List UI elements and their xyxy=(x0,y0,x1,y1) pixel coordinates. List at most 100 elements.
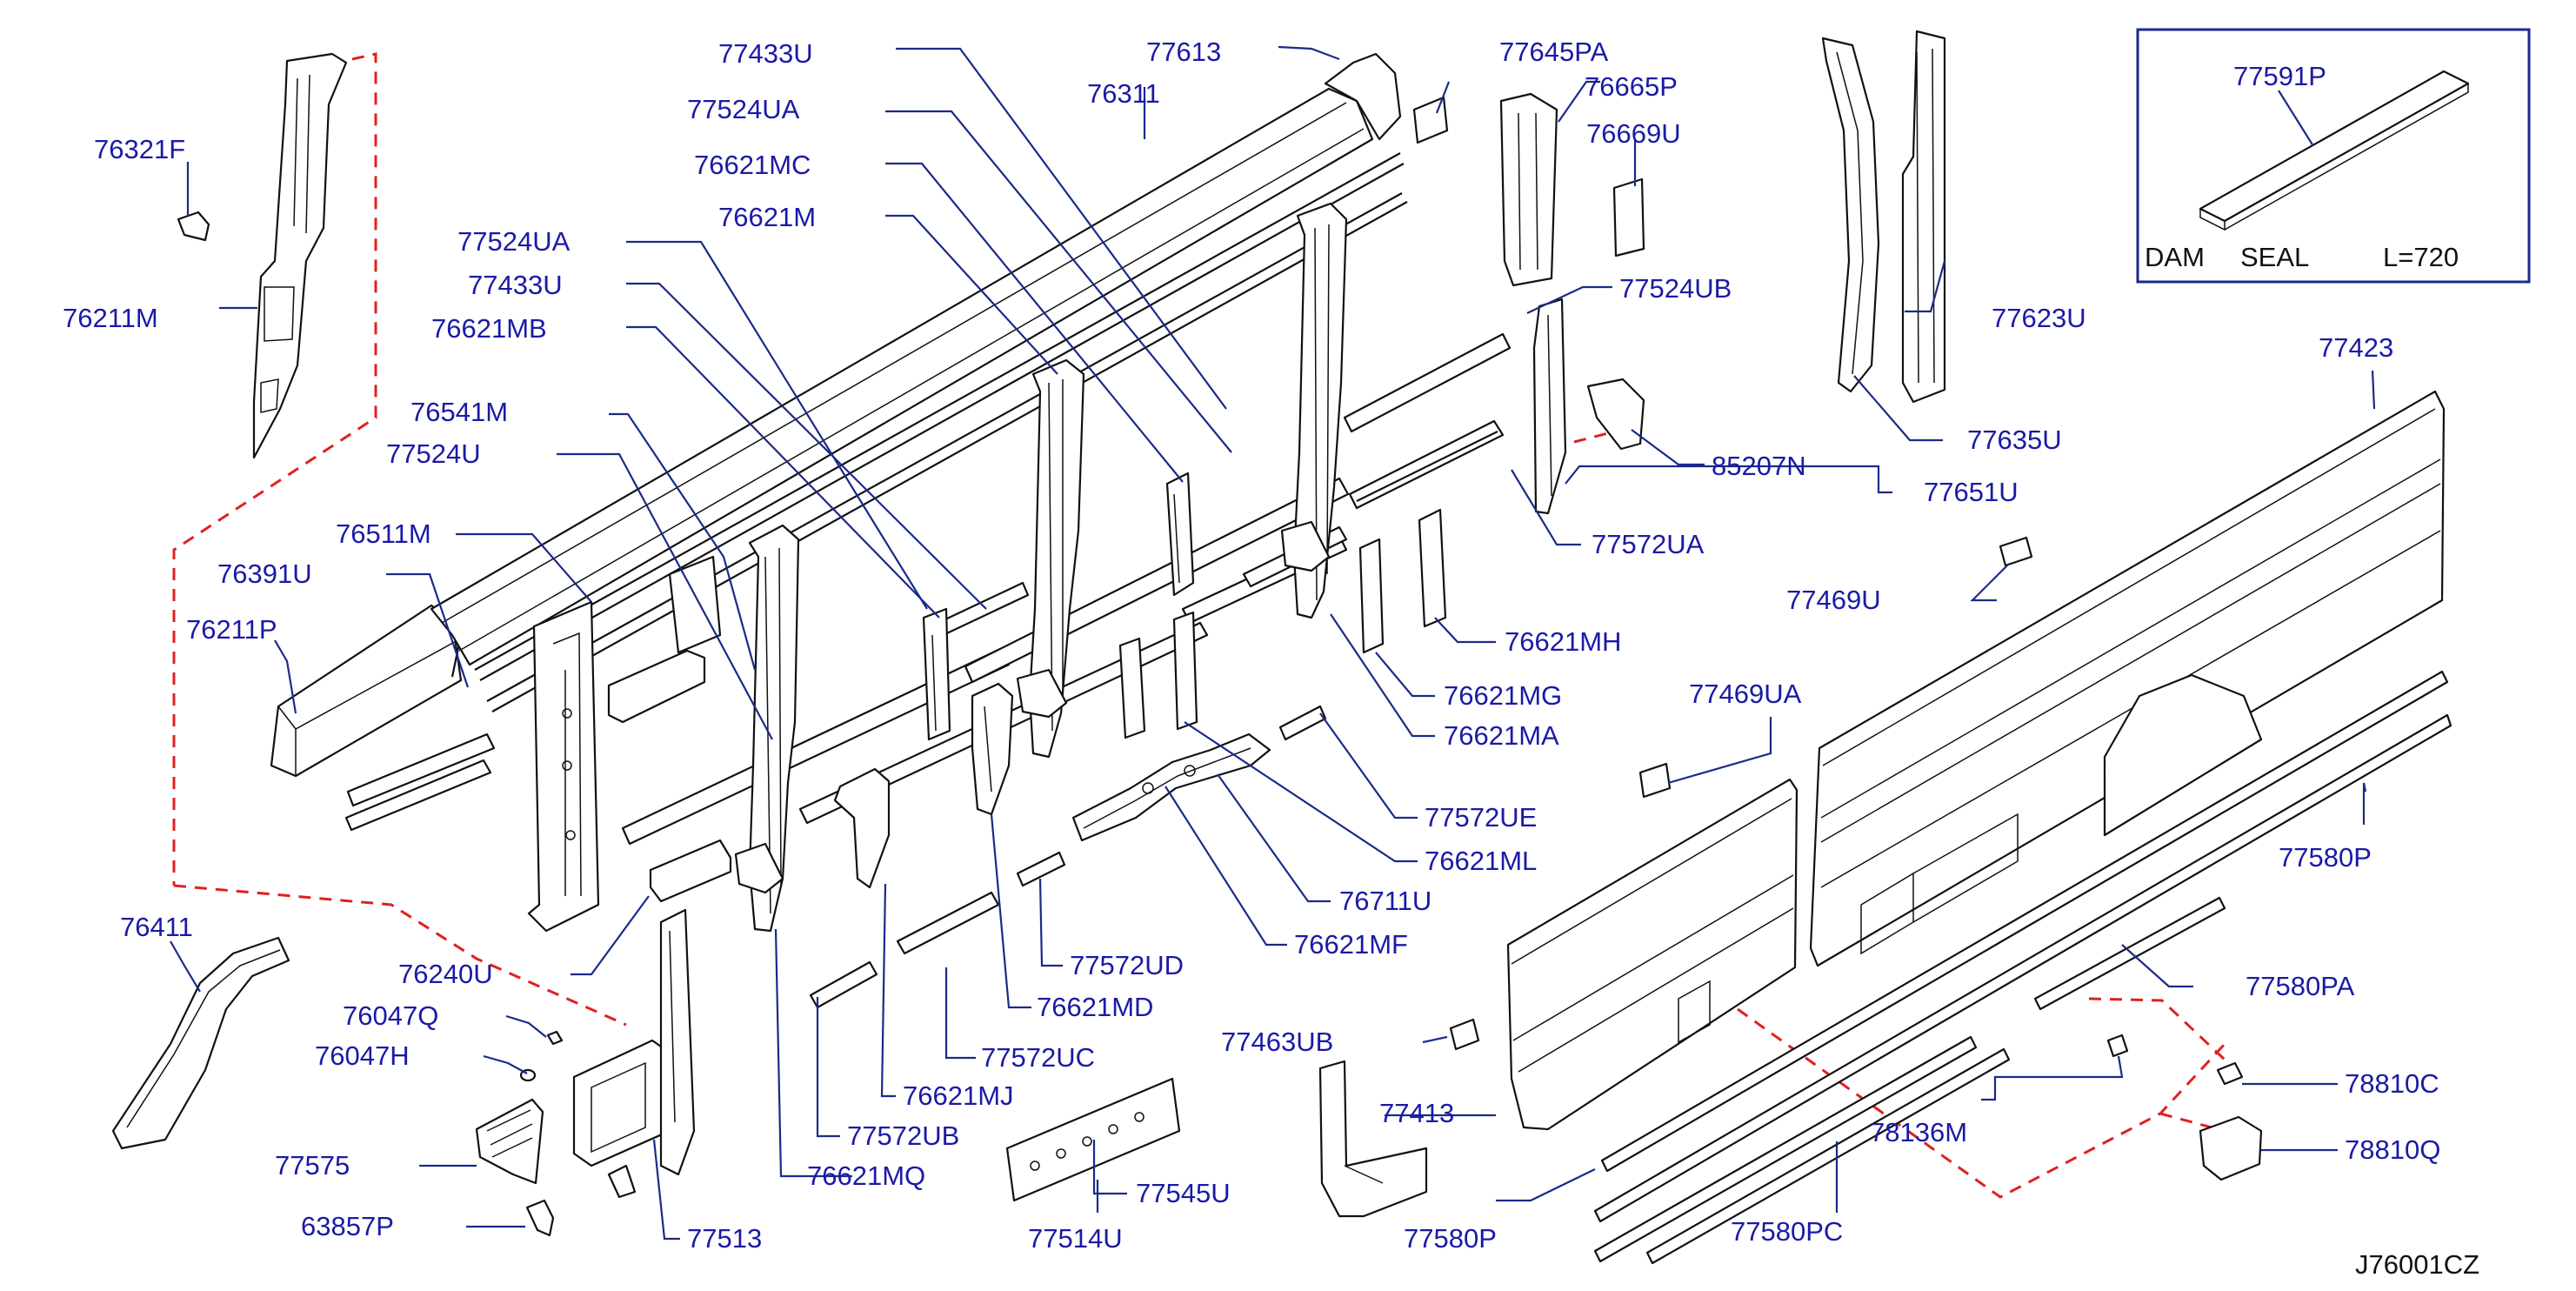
part-77580P-strips xyxy=(1593,670,2453,1265)
part-76311-top-rail xyxy=(430,52,1402,666)
part-63857P-clip xyxy=(525,1199,555,1237)
label-77545U: 77545U xyxy=(1136,1178,1231,1208)
label-77645PA: 77645PA xyxy=(1499,37,1609,67)
label-76047H: 76047H xyxy=(315,1040,410,1071)
label-76321F: 76321F xyxy=(94,134,185,164)
label-76240U: 76240U xyxy=(398,959,493,989)
part-77513-lower-pillar xyxy=(572,908,696,1199)
inset-note-seal: SEAL xyxy=(2240,242,2309,272)
part-77413-lower-panel xyxy=(1506,778,1799,1131)
leader-lines xyxy=(170,45,2376,1241)
label-77580P-a: 77580P xyxy=(2279,842,2372,873)
part-77623U-panel xyxy=(1901,30,1946,404)
part-78810Q-cap xyxy=(2199,1115,2263,1181)
part-76621MH-bracket xyxy=(1418,508,1447,628)
part-76411-wheel-arch xyxy=(111,936,290,1150)
part-76621MQ-center-pillar xyxy=(734,524,800,933)
part-77651U-bracket xyxy=(1532,298,1567,515)
label-77572UA: 77572UA xyxy=(1592,529,1705,559)
label-76621MC: 76621MC xyxy=(694,150,811,180)
label-78810Q: 78810Q xyxy=(2345,1134,2440,1165)
label-76665P: 76665P xyxy=(1585,71,1678,102)
inset-seal-box: 77591P DAM SEAL L=720 xyxy=(2136,28,2531,284)
part-76669U-bracket xyxy=(1612,177,1645,258)
label-77572UD: 77572UD xyxy=(1070,950,1184,980)
part-77423-rear-side-panel xyxy=(1809,390,2446,967)
label-76621MG: 76621MG xyxy=(1444,680,1562,711)
label-77524UB: 77524UB xyxy=(1619,273,1732,304)
label-76311: 76311 xyxy=(1087,78,1160,109)
inset-note-dam: DAM xyxy=(2145,242,2205,272)
part-77469UA-clip xyxy=(1638,762,1672,799)
label-78810C: 78810C xyxy=(2345,1068,2439,1099)
label-77413: 77413 xyxy=(1379,1098,1454,1128)
label-76511M: 76511M xyxy=(336,518,431,549)
part-77645PA-clip xyxy=(1412,96,1449,144)
label-77623U: 77623U xyxy=(1992,303,2086,333)
part-76240U-block xyxy=(649,839,732,903)
part-77572-strips-small xyxy=(809,705,1327,1009)
label-76669U: 76669U xyxy=(1586,118,1681,149)
part-76621MC-bracket xyxy=(1165,472,1195,597)
label-76711U: 76711U xyxy=(1339,886,1431,916)
label-77524U: 77524U xyxy=(386,438,481,469)
label-76211M: 76211M xyxy=(63,303,158,333)
label-76621MJ: 76621MJ xyxy=(903,1080,1014,1111)
part-78810C-clip xyxy=(2216,1061,2244,1086)
label-77433U-a: 77433U xyxy=(718,38,813,69)
part-76621MA-pillar xyxy=(1280,202,1348,619)
part-77575-bracket xyxy=(475,1098,544,1185)
label-76047Q: 76047Q xyxy=(343,1000,438,1031)
part-76665P-pillar xyxy=(1499,92,1558,287)
label-76621ML: 76621ML xyxy=(1425,846,1537,876)
label-77580PC: 77580PC xyxy=(1731,1216,1843,1247)
label-76621MQ: 76621MQ xyxy=(807,1161,925,1191)
label-77423: 77423 xyxy=(2319,332,2393,363)
label-77469U: 77469U xyxy=(1786,585,1881,615)
part-76621MG-bracket xyxy=(1358,538,1385,654)
part-76621MB-bracket xyxy=(922,607,951,741)
label-76621MA: 76621MA xyxy=(1444,720,1559,751)
part-77545U-bracket xyxy=(1318,1060,1428,1218)
label-76541M: 76541M xyxy=(410,397,508,427)
label-77433U-b: 77433U xyxy=(468,270,563,300)
label-77651U: 77651U xyxy=(1924,477,2019,507)
label-77572UB: 77572UB xyxy=(847,1120,959,1151)
label-77613: 77613 xyxy=(1146,37,1221,67)
label-77580PA: 77580PA xyxy=(2246,971,2355,1001)
inset-part-label: 77591P xyxy=(2233,61,2326,91)
label-77575: 77575 xyxy=(275,1150,350,1181)
part-76621MD-bracket xyxy=(971,682,1014,816)
label-77572UC: 77572UC xyxy=(981,1042,1095,1073)
label-76621M: 76621M xyxy=(718,202,816,232)
label-77514U: 77514U xyxy=(1028,1223,1123,1254)
inset-note-length: L=720 xyxy=(2383,242,2459,272)
part-76621ML-bracket xyxy=(1118,611,1198,739)
part-labels: 76321F 76211M 77433U 77613 77645PA 76665… xyxy=(63,37,2479,1280)
label-77524UA-a: 77524UA xyxy=(687,94,800,124)
label-77580P-b: 77580P xyxy=(1404,1223,1497,1254)
label-76621MD: 76621MD xyxy=(1037,992,1153,1022)
part-76621M-pillar xyxy=(1016,358,1085,759)
label-77463UB: 77463UB xyxy=(1221,1027,1333,1057)
part-77463UB-clip xyxy=(1449,1018,1480,1051)
part-76211P-end-cap xyxy=(270,604,463,778)
part-76621MJ-bracket xyxy=(833,767,891,889)
label-77524UA-b: 77524UA xyxy=(457,226,571,257)
label-77469UA: 77469UA xyxy=(1689,679,1802,709)
label-76391U: 76391U xyxy=(217,559,312,589)
part-77433U-rails xyxy=(344,152,1408,832)
label-77513: 77513 xyxy=(687,1223,762,1254)
label-85207N: 85207N xyxy=(1712,451,1806,481)
label-76621MB: 76621MB xyxy=(431,313,547,344)
label-76621MF: 76621MF xyxy=(1294,929,1408,960)
part-85207N-bracket xyxy=(1586,378,1645,451)
label-76411: 76411 xyxy=(120,912,193,942)
hidden-connection-lines xyxy=(172,52,2228,1199)
part-76211M-pillar xyxy=(177,52,348,459)
part-77469U-clip xyxy=(1999,536,2033,567)
label-63857P: 63857P xyxy=(301,1211,394,1241)
label-78136M: 78136M xyxy=(1870,1117,1967,1147)
label-76621MH: 76621MH xyxy=(1505,626,1621,657)
diagram-code: J76001CZ xyxy=(2355,1249,2479,1280)
